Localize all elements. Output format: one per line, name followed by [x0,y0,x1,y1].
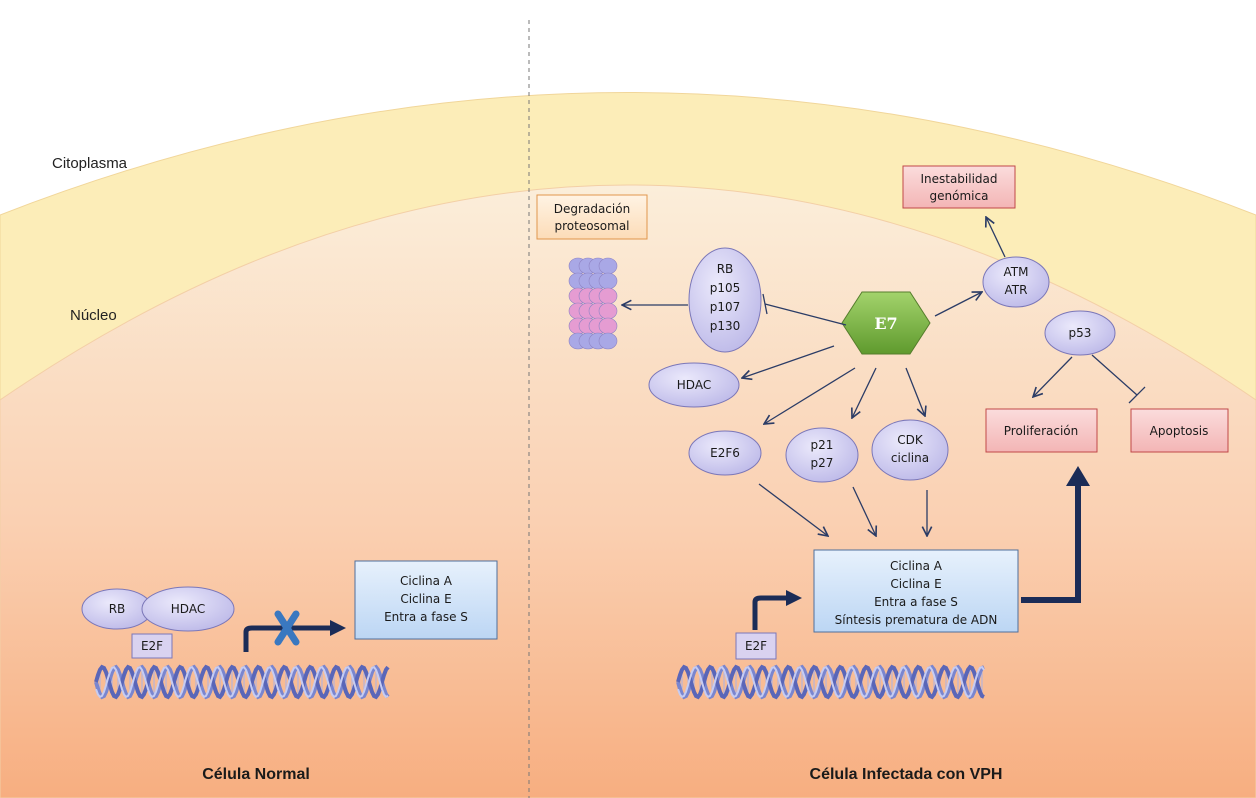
infected-target-line-3: Entra a fase S [874,595,958,609]
dna-strand [677,665,985,699]
normal-rb-label: RB [109,602,126,616]
block-x-icon [274,610,300,646]
proliferation-big-arrow [1021,466,1090,603]
atm-atr-node: ATM ATR [982,256,1050,308]
inhibition-lines [762,293,1146,404]
proteasome-subunit [598,287,618,305]
inhibit-p53-apoptosis [1091,354,1146,404]
arrow-e7-to-p21 [852,367,877,418]
infected-hdac-node: HDAC [648,362,740,408]
dna-strand [94,664,390,700]
normal-e2f-box: E2F [131,633,173,659]
normal-rb-node: RB [81,588,153,630]
rb-family-node: RB p105 p107 p130 [688,247,762,353]
proliferation-box: Proliferación [985,408,1098,453]
normal-cell-caption: Célula Normal [202,766,310,783]
ciclina-label: ciclina [891,451,929,465]
p27-label: p27 [811,456,834,470]
proteasome-subunit [598,257,618,275]
apoptosis-label: Apoptosis [1150,424,1209,438]
e2f6-label: E2F6 [710,446,740,460]
atm-label: ATM [1004,265,1029,279]
instability-box: Inestabilidad genómica [902,165,1016,209]
proteasome-subunit [598,302,618,320]
normal-target-line-3: Entra a fase S [384,610,468,624]
normal-promoter-arrow [243,620,346,652]
degradation-line-2: proteosomal [554,219,629,233]
arrow-e7-to-e2f6 [764,367,856,424]
infected-target-line-1: Ciclina A [890,559,943,573]
infected-dna-helix [676,664,985,700]
normal-hdac-label: HDAC [171,602,205,616]
dna-strand [94,664,390,700]
cdk-label: CDK [897,433,924,447]
infected-hdac-label: HDAC [677,378,711,392]
cdk-ciclina-node: CDK ciclina [871,419,949,481]
arrow-e7-to-atm [934,292,982,317]
e2f6-node: E2F6 [688,430,762,476]
normal-target-line-2: Ciclina E [400,592,451,606]
proteasome-subunit [598,272,618,290]
infected-target-box: Ciclina A Ciclina E Entra a fase S Sínte… [813,549,1019,633]
arrow-p21-to-box [852,486,876,536]
rb-family-line-4: p130 [710,319,741,333]
e7-hexagon: E7 [841,291,931,355]
p53-node: p53 [1044,310,1116,356]
normal-hdac-node: HDAC [141,586,235,632]
dna-strand [95,665,389,699]
degradation-box: Degradación proteosomal [536,194,648,240]
cytoplasm-label: Citoplasma [52,155,128,172]
e7-label: E7 [874,314,897,333]
instability-line-1: Inestabilidad [920,172,997,186]
proteasome-subunit [598,317,618,335]
rb-family-line-2: p105 [710,281,741,295]
nucleus-label: Núcleo [70,307,117,324]
inhibit-e7-rb [762,293,847,326]
nucleus-region [0,184,1256,798]
normal-e2f-label: E2F [141,639,163,653]
infected-target-line-2: Ciclina E [890,577,941,591]
infected-e2f-box: E2F [735,632,777,660]
degradation-line-1: Degradación [554,202,630,216]
atr-label: ATR [1005,283,1028,297]
proliferation-label: Proliferación [1004,424,1078,438]
rb-family-line-1: RB [717,262,734,276]
infected-cell-caption: Célula Infectada con VPH [810,766,1003,783]
p53-label: p53 [1069,326,1092,340]
normal-target-line-1: Ciclina A [400,574,453,588]
proteasome-icon [568,257,618,350]
infected-e2f-label: E2F [745,639,767,653]
proteasome-subunit [598,332,618,350]
normal-dna-helix [94,664,390,700]
pathway-arrows [622,217,1073,536]
p21-label: p21 [811,438,834,452]
p21-p27-node: p21 p27 [785,427,859,483]
apoptosis-box: Apoptosis [1130,408,1229,453]
infected-target-line-4: Síntesis prematura de ADN [835,613,998,627]
normal-target-box: Ciclina A Ciclina E Entra a fase S [354,560,498,640]
rb-family-line-3: p107 [710,300,741,314]
arrow-p53-to-proliferation [1033,356,1073,397]
instability-line-2: genómica [930,189,989,203]
arrow-e7-to-cdk [905,367,925,416]
arrow-e2f6-to-box [758,483,828,536]
arrow-e7-to-hdac [742,345,835,378]
arrow-instability-from-atm [986,217,1006,258]
infected-promoter-arrow [752,590,802,630]
